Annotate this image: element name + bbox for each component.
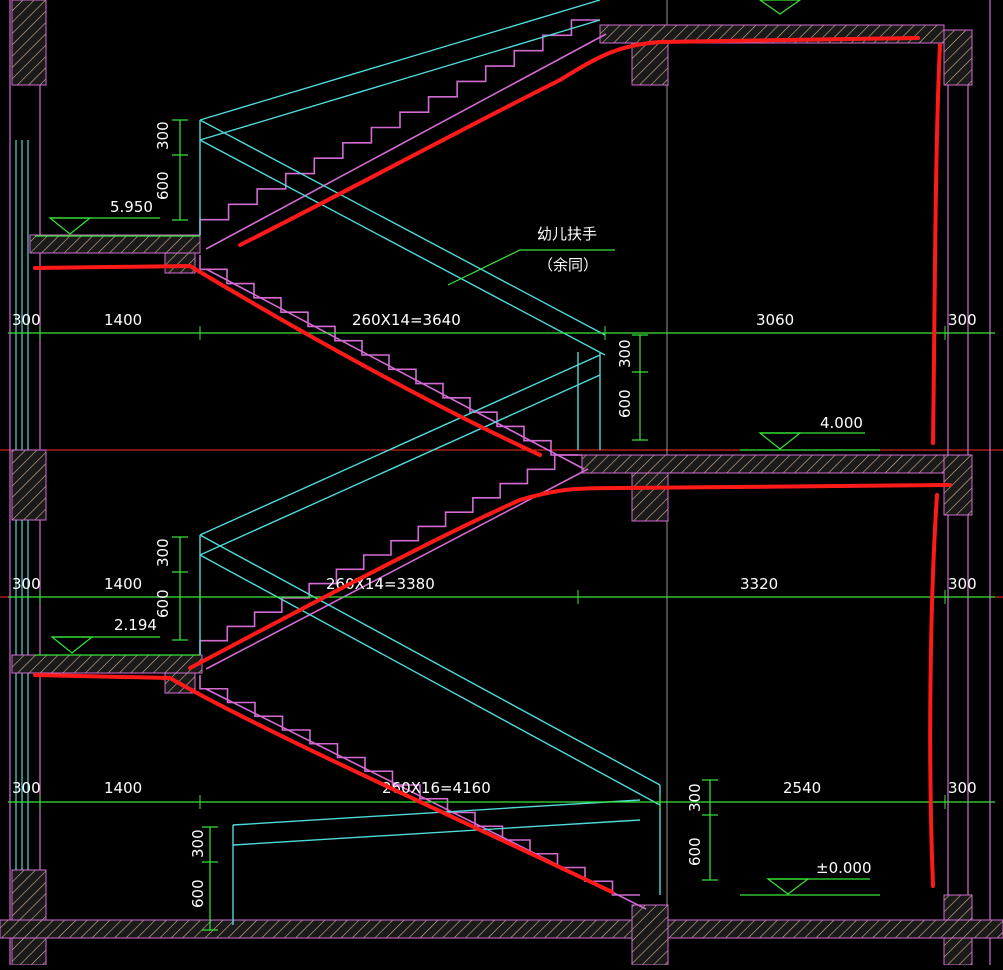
dim-row2-flight: 260X14=3380 xyxy=(326,575,435,593)
height-upper-5: 300 xyxy=(189,829,207,858)
red-markups xyxy=(33,36,952,894)
annotation-line1: 幼儿扶手 xyxy=(537,225,597,243)
handrail xyxy=(199,139,606,356)
dim-row1-landing: 1400 xyxy=(104,311,142,329)
handrail xyxy=(199,19,601,141)
beam xyxy=(631,472,669,522)
height-upper-1: 300 xyxy=(154,121,172,150)
height-lower-4: 600 xyxy=(686,837,704,866)
dim-row2-landing: 1400 xyxy=(104,575,142,593)
level-ground: ±0.000 xyxy=(816,859,872,877)
level-triangle-icon xyxy=(758,0,802,15)
dim-row3-landing: 1400 xyxy=(104,779,142,797)
height-lower-3: 600 xyxy=(154,589,172,618)
handrail xyxy=(199,354,601,536)
stair-flight xyxy=(199,255,578,456)
stair-flight xyxy=(199,675,640,896)
height-lower-5: 600 xyxy=(189,879,207,908)
wall-column xyxy=(943,29,973,86)
level-markers xyxy=(48,0,870,895)
stair-flight-soffit xyxy=(205,33,607,250)
level-triangle-icon xyxy=(50,636,94,654)
landing-beam xyxy=(164,252,196,274)
level-top: 5.950 xyxy=(110,198,153,216)
stair-flight-soffit xyxy=(205,468,589,670)
markup-stroke xyxy=(928,493,939,888)
dim-row3-span: 2540 xyxy=(783,779,821,797)
dim-row2-span: 3320 xyxy=(740,575,778,593)
wall-column xyxy=(11,0,47,86)
stair-flights xyxy=(199,19,647,910)
handrail xyxy=(232,799,641,826)
height-lower-2: 600 xyxy=(616,389,634,418)
handrail xyxy=(199,0,601,121)
left-wall xyxy=(9,0,47,966)
level-triangle-icon xyxy=(758,432,802,450)
handrail xyxy=(199,119,606,336)
leader-line xyxy=(447,249,615,286)
dim-row2-left-wall: 300 xyxy=(12,575,41,593)
ground-slab xyxy=(0,919,1003,939)
level-middle-left: 2.194 xyxy=(114,616,157,634)
markup-stroke xyxy=(33,673,614,894)
dim-row3-right-wall: 300 xyxy=(948,779,977,797)
dim-row1-left-wall: 300 xyxy=(12,311,41,329)
dim-row1-right-wall: 300 xyxy=(948,311,977,329)
dimension-lines xyxy=(8,119,995,931)
beam xyxy=(631,42,669,86)
floor-slabs xyxy=(0,24,1003,966)
handrail xyxy=(199,534,661,786)
markup-stroke xyxy=(33,264,542,457)
beam xyxy=(631,904,669,966)
wall-column xyxy=(11,869,47,966)
stair-flight xyxy=(199,19,600,235)
wall-column xyxy=(11,449,47,521)
markup-stroke xyxy=(238,36,920,247)
level-triangle-icon xyxy=(48,217,92,235)
height-upper-3: 300 xyxy=(154,538,172,567)
dim-row3-left-wall: 300 xyxy=(12,779,41,797)
height-lower-1: 600 xyxy=(154,171,172,200)
landing-slab xyxy=(11,654,203,674)
height-upper-4: 300 xyxy=(686,783,704,812)
level-middle-right: 4.000 xyxy=(820,414,863,432)
stair-flight-soffit xyxy=(205,268,585,470)
handrail xyxy=(199,374,601,556)
dim-row1-span: 3060 xyxy=(756,311,794,329)
markup-stroke xyxy=(931,43,942,445)
handrail xyxy=(232,819,641,846)
slab xyxy=(581,454,945,474)
landing-slab xyxy=(29,234,201,254)
labels: 幼儿扶手 （余同） 5.950 2.194 4.000 ±0.000 300 1… xyxy=(12,121,977,908)
stair-flight xyxy=(199,454,582,655)
height-upper-2: 300 xyxy=(616,339,634,368)
dim-row1-flight: 260X14=3640 xyxy=(352,311,461,329)
annotation-line2: （余同） xyxy=(538,256,598,274)
dim-row3-flight: 260X16=4160 xyxy=(382,779,491,797)
level-triangle-icon xyxy=(766,878,810,895)
markup-stroke xyxy=(188,483,952,670)
right-wall xyxy=(943,0,991,966)
dim-row2-right-wall: 300 xyxy=(948,575,977,593)
